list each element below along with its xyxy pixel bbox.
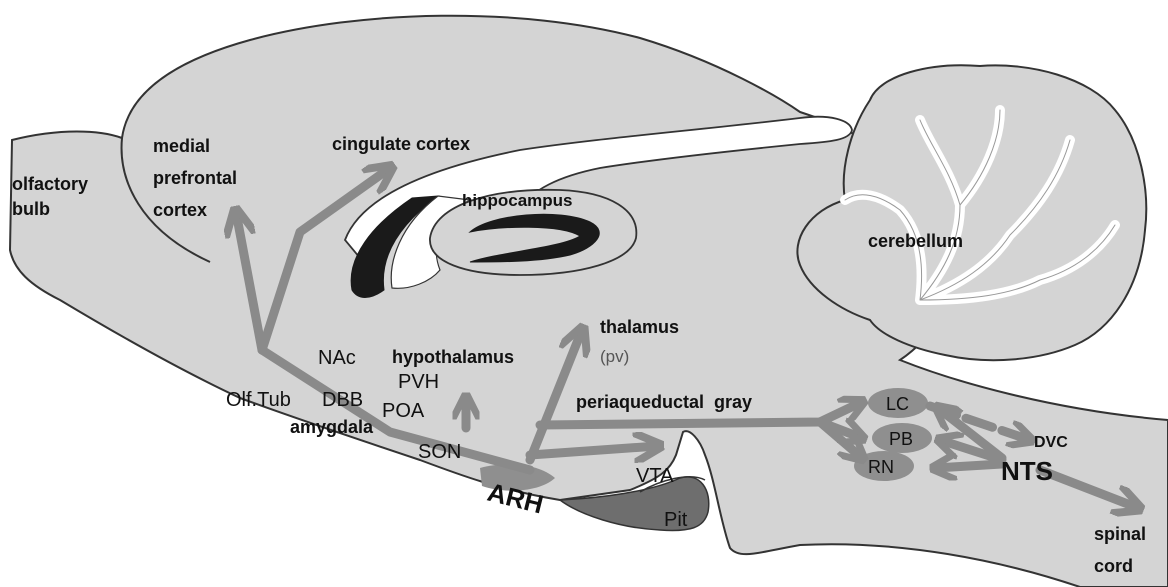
olf-tub-label: Olf.Tub bbox=[226, 389, 291, 411]
nts-label: NTS bbox=[1001, 456, 1053, 486]
pit-label: Pit bbox=[664, 509, 688, 531]
son-label: SON bbox=[418, 441, 461, 463]
vta-label: VTA bbox=[636, 465, 674, 487]
spinal-cord-label-line2: cord bbox=[1094, 556, 1133, 576]
pb-label: PB bbox=[889, 429, 913, 449]
cerebellum-label: cerebellum bbox=[868, 231, 963, 251]
cingulate-cortex-label: cingulate cortex bbox=[332, 134, 470, 154]
medial-prefrontal-cortex-label-line3: cortex bbox=[153, 200, 207, 220]
pvh-label: PVH bbox=[398, 371, 439, 393]
medial-prefrontal-cortex-label-line2: prefrontal bbox=[153, 168, 237, 188]
dbb-label: DBB bbox=[322, 389, 363, 411]
brain-outline bbox=[10, 16, 1168, 587]
thalamus-pv-label: (pv) bbox=[600, 347, 629, 366]
thalamus-label: thalamus bbox=[600, 317, 679, 337]
rn-label: RN bbox=[868, 457, 894, 477]
olfactory-bulb-label-line2: bulb bbox=[12, 199, 50, 219]
periaqueductal-gray-label: periaqueductal gray bbox=[576, 392, 752, 412]
poa-label: POA bbox=[382, 400, 425, 422]
arrow-nts-to-rn bbox=[935, 464, 1002, 468]
amygdala-label: amygdala bbox=[290, 417, 374, 437]
hypothalamus-label: hypothalamus bbox=[392, 347, 514, 367]
nac-label: NAc bbox=[318, 347, 356, 369]
medial-prefrontal-cortex-label-line1: medial bbox=[153, 136, 210, 156]
hippocampus-label: hippocampus bbox=[462, 191, 573, 210]
lc-label: LC bbox=[886, 394, 909, 414]
olfactory-bulb-label-line1: olfactory bbox=[12, 174, 88, 194]
spinal-cord-label-line1: spinal bbox=[1094, 524, 1146, 544]
dvc-label: DVC bbox=[1034, 434, 1068, 451]
